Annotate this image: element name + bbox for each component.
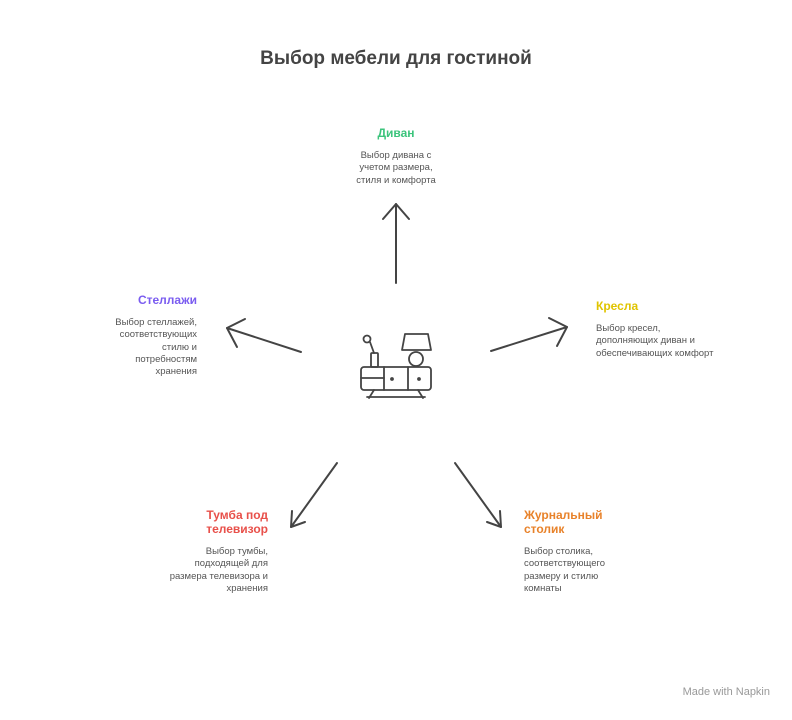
napkin-watermark: Made with Napkin (683, 686, 770, 698)
node-sofa: Диван Выбор дивана с учетом размера, сти… (331, 126, 461, 187)
node-chairs: Кресла Выбор кресел, дополняющих диван и… (596, 299, 726, 360)
watermark-text: Made with Napkin (682, 686, 770, 698)
node-description: Выбор стеллажей, соответствующих стилю и… (115, 317, 197, 378)
node-description: Выбор кресел, дополняющих диван и обеспе… (596, 323, 714, 359)
node-description: Выбор дивана с учетом размера, стиля и к… (356, 150, 436, 186)
node-title: Диван (377, 126, 415, 140)
arrow-tv (290, 462, 338, 528)
arrow-shelves (226, 318, 302, 353)
node-tv-stand: Тумба под телевизор Выбор тумбы, подходя… (138, 508, 268, 595)
node-title: Тумба под телевизор (206, 508, 268, 536)
node-title: Кресла (596, 299, 639, 313)
arrow-sofa (382, 203, 410, 284)
diagram-title: Выбор мебели для гостиной (260, 48, 532, 69)
furniture-icon (360, 333, 432, 399)
arrow-table (454, 462, 502, 528)
node-shelves: Стеллажи Выбор стеллажей, соответствующи… (67, 293, 197, 378)
node-coffee-table: Журнальный столик Выбор столика, соответ… (524, 508, 654, 595)
node-description: Выбор столика, соответствующего размеру … (524, 546, 606, 594)
node-title: Стеллажи (137, 293, 197, 307)
arrow-chairs (490, 317, 568, 352)
node-title: Журнальный столик (524, 508, 603, 536)
node-description: Выбор тумбы, подходящей для размера теле… (169, 546, 268, 594)
